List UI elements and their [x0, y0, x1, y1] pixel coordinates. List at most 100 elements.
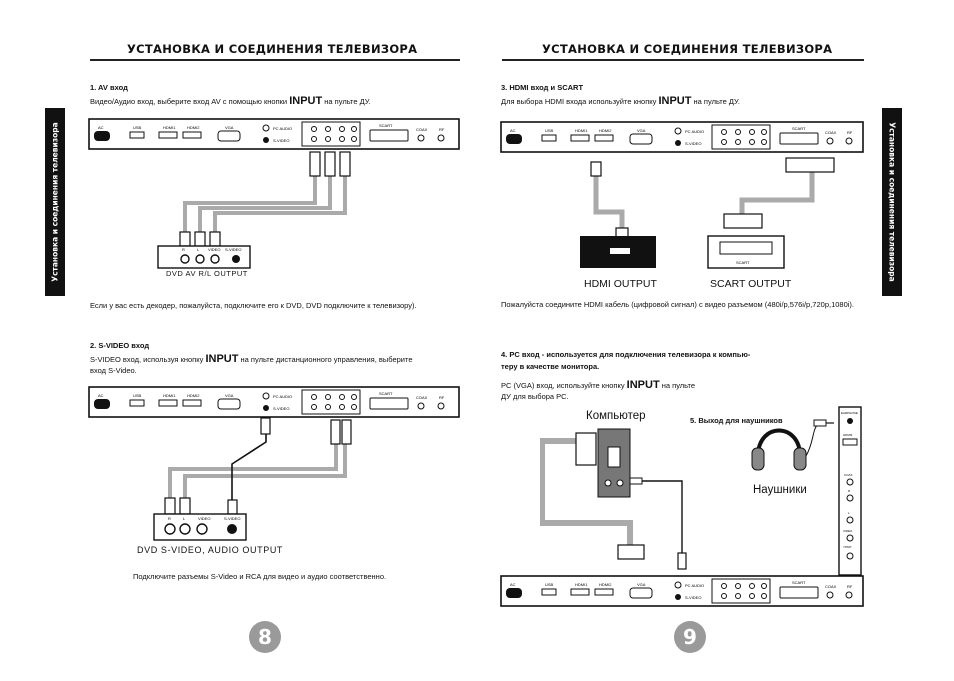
side-r-label: R [848, 489, 851, 493]
hdmi-plug-icon [590, 161, 602, 177]
svideo-dvd-device-panel [153, 513, 247, 541]
svideo-coax-label: COAX [416, 395, 428, 400]
hdmi-hdmi1-label: HDMI1 [575, 128, 588, 133]
pc-section-title-line1: 4. PC вход - используется для подключени… [501, 350, 751, 359]
hdmi-scart-port-icon [779, 132, 819, 145]
pc-ac-port-icon [506, 588, 522, 598]
av-tv-rear-panel: AC USB HDMI1 HDMI2 VGA PC AUDIO S-VIDEO … [88, 118, 460, 150]
pc-scart-label: SCART [792, 580, 806, 585]
pc-usb-port-icon [541, 588, 557, 596]
av-instruction: Видео/Аудио вход, выберите вход AV с пом… [90, 95, 371, 107]
svideo-vga-label: VGA [225, 393, 234, 398]
pc-instruction: PC (VGA) вход, используйте кнопку INPUT … [501, 379, 695, 391]
pc-section-title-line2: теру в качестве монитора. [501, 362, 600, 371]
pc-rca-block [711, 578, 771, 604]
hdmi-scart-cable-diagram: SCART [580, 157, 835, 269]
right-page-header: УСТАНОВКА И СОЕДИНЕНИЯ ТЕЛЕВИЗОРА [542, 42, 833, 56]
svideo-rca-block [301, 389, 361, 415]
scart-output-caption: SCART OUTPUT [710, 278, 792, 290]
pc-coax-label: COAX [825, 584, 837, 589]
svideo-text-before: S-VIDEO вход, используя кнопку [90, 355, 206, 364]
av-coax-label: COAX [416, 127, 428, 132]
av-hdmi1-port-icon [158, 131, 178, 139]
scart-plug-top-icon [785, 157, 835, 173]
pc-text-before: PC (VGA) вход, используйте кнопку [501, 381, 627, 390]
svideo-instruction: S-VIDEO вход, используя кнопку INPUT на … [90, 353, 413, 365]
hdmi-instruction: Для выбора HDMI входа используйте кнопку… [501, 95, 740, 107]
svideo-hdmi2-label: HDMI2 [187, 393, 200, 398]
svideo-usb-port-icon [129, 399, 145, 407]
computer-label: Компьютер [586, 410, 646, 422]
hdmi-tv-rear-panel: AC USB HDMI1 HDMI2 VGA PC AUDIO S-VIDEO … [500, 121, 864, 153]
svideo-note: Подключите разъемы S-Video и RCA для вид… [133, 572, 387, 581]
hdmi-pc-audio-label: PC AUDIO [685, 129, 704, 134]
av-svideo-label: S-VIDEO [273, 138, 289, 143]
pc-tv-rear-panel: AC USB HDMI1 HDMI2 VGA PC AUDIO S-VIDEO … [500, 575, 864, 607]
hdmi-hdmi1-port-icon [570, 134, 590, 142]
av-dev-svideo-label: S-VIDEO [225, 247, 241, 252]
pc-hdmi1-label: HDMI1 [575, 582, 588, 587]
av-usb-label: USB [133, 125, 142, 130]
svideo-scart-label: SCART [379, 391, 393, 396]
svideo-section-title: 2. S-VIDEO вход [90, 341, 150, 350]
pc-pc-audio-label: PC AUDIO [685, 583, 704, 588]
svideo-svideo-label: S-VIDEO [273, 406, 289, 411]
svideo-dev-svideo-label: S-VIDEO [224, 516, 240, 521]
side-hdmi3-label: HDMI3 [843, 433, 853, 437]
av-rf-label: RF [439, 127, 445, 132]
audio-jack-icon [677, 552, 687, 570]
scart-plug-bottom-icon [723, 213, 763, 229]
pc-instruction-line2: ДУ для выбора PC. [501, 392, 569, 401]
pc-cable-diagram [540, 428, 687, 570]
headphones-label: Наушники [753, 484, 807, 496]
av-usb-port-icon [129, 131, 145, 139]
right-side-tab-label: Установка и соединения телевизора [887, 122, 897, 282]
av-hdmi2-label: HDMI2 [187, 125, 200, 130]
svideo-instruction-line2: вход S-Video. [90, 366, 137, 375]
hdmi-input-keyword: INPUT [658, 95, 692, 107]
svideo-pc-audio-label: PC AUDIO [273, 394, 292, 399]
svideo-input-keyword: INPUT [205, 353, 239, 365]
page-number-9: 9 [674, 621, 706, 653]
left-page-header: УСТАНОВКА И СОЕДИНЕНИЯ ТЕЛЕВИЗОРА [127, 42, 418, 56]
av-section-title: 1. AV вход [90, 83, 128, 92]
av-device-caption: DVD AV R/L OUTPUT [166, 269, 248, 278]
hdmi-ac-label: AC [510, 128, 516, 133]
svideo-dev-video-label: VIDEO [198, 516, 210, 521]
hdmi-ac-port-icon [506, 134, 522, 144]
pc-ac-label: AC [510, 582, 516, 587]
hdmi-vga-port-icon [629, 133, 653, 145]
pc-svideo-label: S-VIDEO [685, 595, 701, 600]
av-input-keyword: INPUT [289, 95, 323, 107]
hdmi-vga-label: VGA [637, 128, 646, 133]
pc-usb-label: USB [545, 582, 554, 587]
right-side-tab: Установка и соединения телевизора [882, 108, 902, 296]
hdmi-scart-label: SCART [792, 126, 806, 131]
left-side-tab-label: Установка и соединения телевизора [50, 122, 60, 282]
side-l-label: L [848, 511, 850, 515]
left-side-tab: Установка и соединения телевизора [45, 108, 65, 296]
av-rca-block [301, 121, 361, 147]
pc-hdmi2-label: HDMI2 [599, 582, 612, 587]
hdmi-hdmi2-port-icon [594, 134, 614, 142]
hdmi-output-caption: HDMI OUTPUT [584, 278, 657, 290]
pc-vga-label: VGA [637, 582, 646, 587]
hdmi-hdmi2-label: HDMI2 [599, 128, 612, 133]
svideo-tv-rear-panel: AC USB HDMI1 HDMI2 VGA PC AUDIO S-VIDEO … [88, 386, 460, 418]
svideo-cable-diagram: R L VIDEO S-VIDEO [153, 417, 352, 541]
av-vga-port-icon [217, 130, 241, 142]
svideo-vga-port-icon [217, 398, 241, 410]
svideo-text-after: на пульте дистанционного управления, выб… [238, 355, 413, 364]
pc-hdmi2-port-icon [594, 588, 614, 596]
hdmi-rca-block [711, 124, 771, 150]
pc-text-after: на пульте [659, 381, 696, 390]
hdmi-usb-label: USB [545, 128, 554, 133]
pc-input-keyword: INPUT [626, 379, 660, 391]
svideo-rf-label: RF [439, 395, 445, 400]
side-ypbpr-label: YPbPr [843, 545, 852, 549]
page-number-8: 8 [249, 621, 281, 653]
side-coax-label: COAX [844, 473, 853, 477]
pc-rf-label: RF [847, 584, 853, 589]
av-note: Если у вас есть декодер, пожалуйста, под… [90, 301, 417, 310]
headphones-section-title: 5. Выход для наушников [690, 416, 783, 425]
